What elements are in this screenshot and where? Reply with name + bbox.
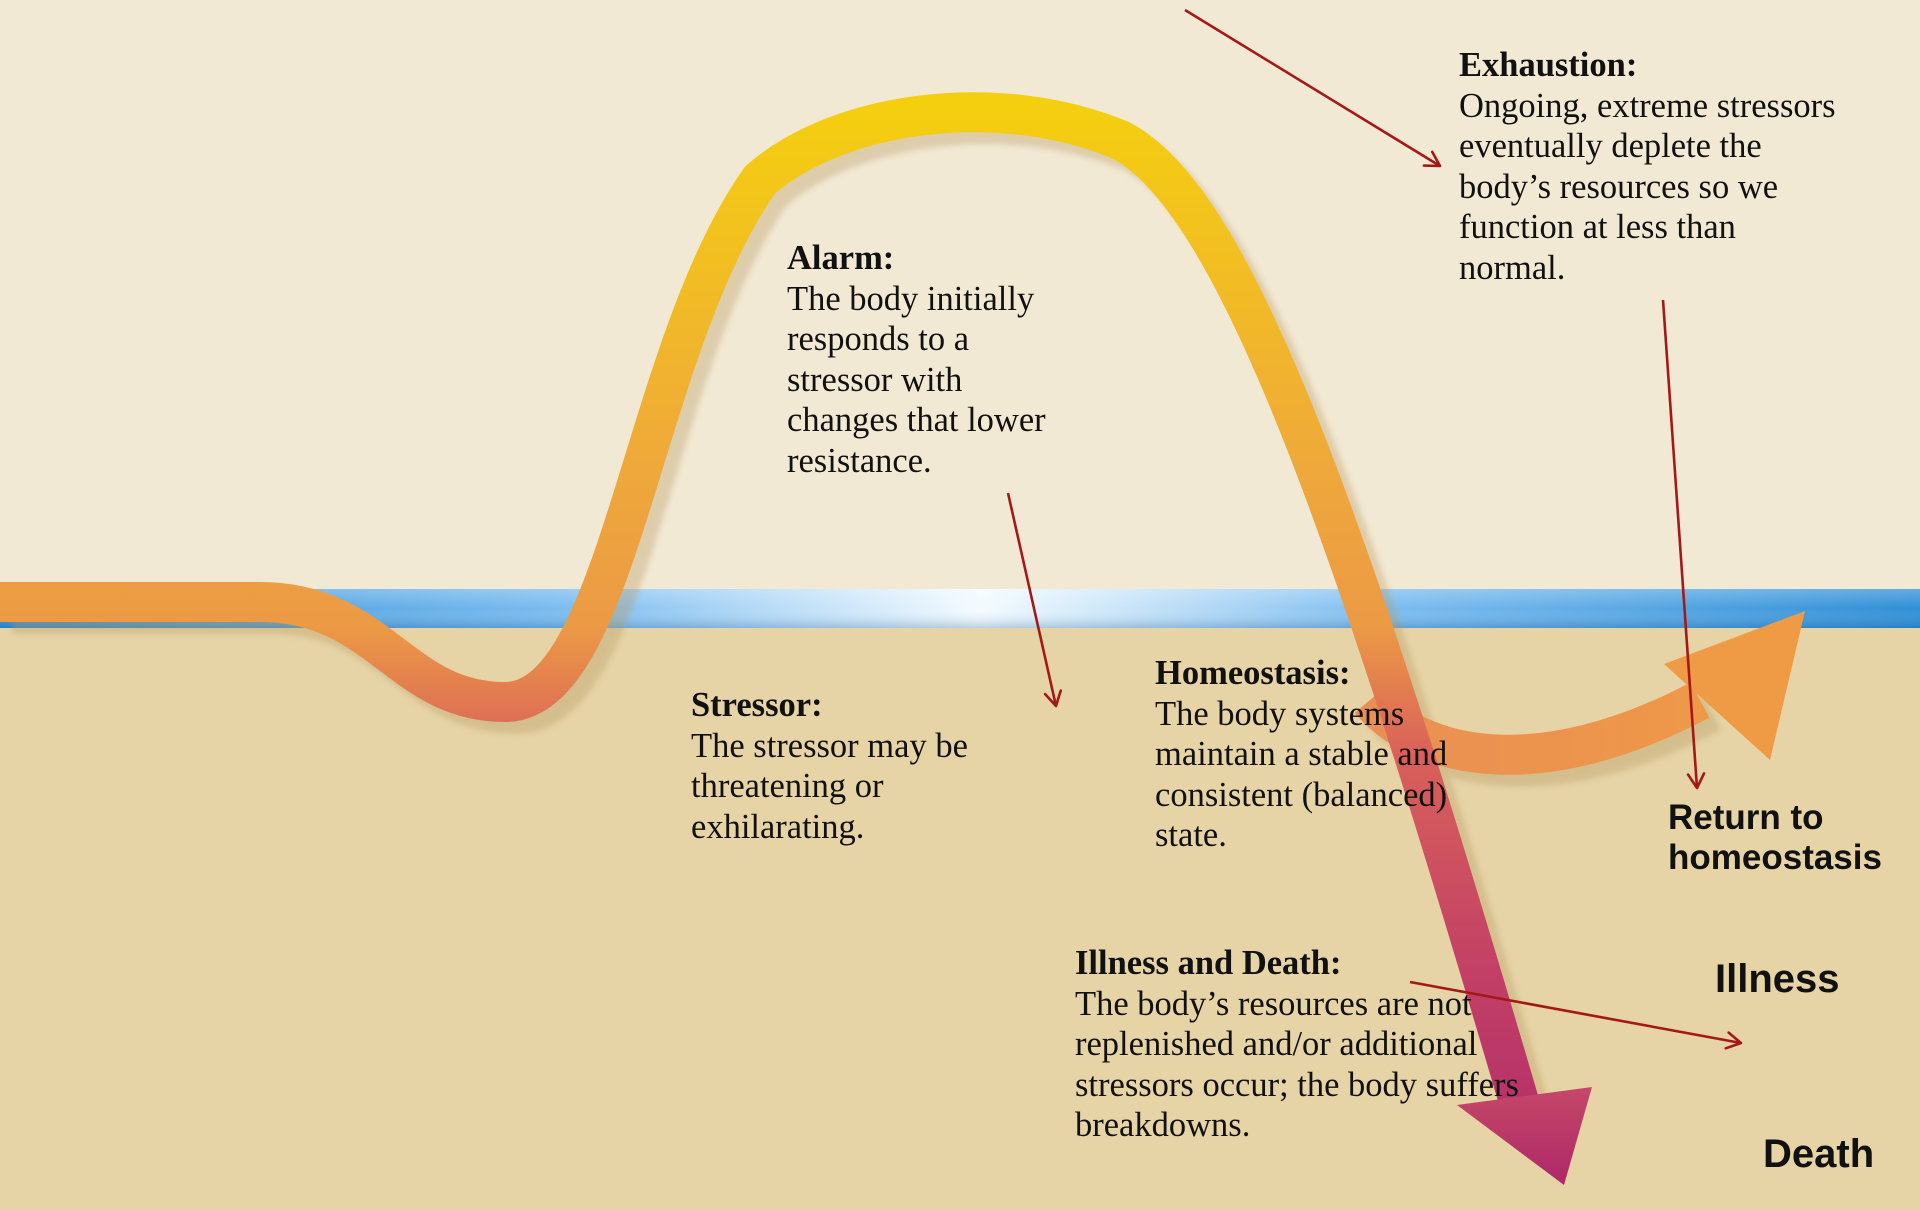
exhaustion-description: Ongoing, extreme stressors eventually de… [1459,86,1836,289]
illness-label: Illness [1715,956,1840,1002]
alarm-label: Alarm: The body initially responds to a … [787,238,1046,481]
return-to-homeostasis-label: Return to homeostasis [1668,798,1882,878]
stressor-label: Stressor: The stressor may be threatenin… [691,685,968,847]
stressor-heading: Stressor: [691,685,968,726]
homeostasis-description: The body systems maintain a stable and c… [1155,694,1447,856]
alarm-description: The body initially responds to a stresso… [787,279,1046,482]
homeostasis-heading: Homeostasis: [1155,653,1447,694]
exhaustion-label: Exhaustion: Ongoing, extreme stressors e… [1459,45,1836,288]
illness-death-label: Illness and Death: The body’s resources … [1075,943,1519,1146]
exhaustion-heading: Exhaustion: [1459,45,1836,86]
alarm-heading: Alarm: [787,238,1046,279]
illness-death-heading: Illness and Death: [1075,943,1519,984]
stressor-description: The stressor may be threatening or exhil… [691,726,968,848]
death-label: Death [1763,1131,1874,1177]
illness-death-description: The body’s resources are not replenished… [1075,984,1519,1146]
homeostasis-label: Homeostasis: The body systems maintain a… [1155,653,1447,856]
